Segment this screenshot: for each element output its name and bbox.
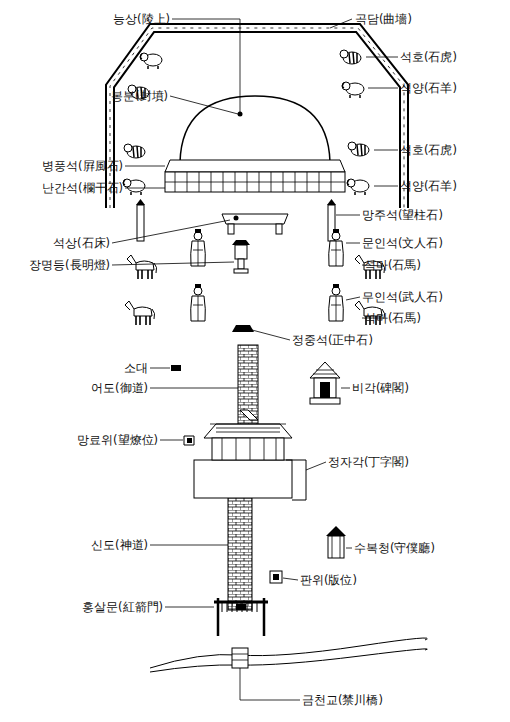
part-label: 판위(版位) [300, 572, 357, 588]
part-label: 정자각(丁字閣) [328, 454, 409, 470]
paths-and-buildings [150, 345, 427, 672]
part-label: 수복청(守僕廳) [354, 540, 435, 556]
part-label: 어도(御道) [91, 380, 148, 396]
part-label: 망주석(望柱石) [362, 207, 443, 223]
part-label: 소대 [124, 360, 148, 376]
part-label: 석양(石羊) [400, 80, 457, 96]
part-label: 병풍석(屛風石) [42, 158, 123, 174]
part-label: 석양(石羊) [400, 178, 457, 194]
part-label: 홍살문(紅箭門) [82, 599, 163, 615]
part-label: 신도(神道) [91, 537, 148, 553]
part-label: 석마(石馬) [364, 310, 421, 326]
curved-wall [110, 28, 404, 208]
part-label: 문인석(文人石) [362, 235, 443, 251]
stone-objects [136, 199, 336, 273]
part-label: 석마(石馬) [364, 257, 421, 273]
leader-lines [112, 19, 398, 700]
part-label: 능상(陵上) [113, 11, 170, 27]
stone-statues [125, 229, 385, 332]
part-label: 석상(石床) [53, 235, 110, 251]
part-label: 정중석(正中石) [292, 332, 373, 348]
part-label: 석호(石虎) [400, 49, 457, 65]
part-label: 난간석(欄干石) [42, 180, 123, 196]
stone-animals [123, 50, 369, 195]
part-label: 곡담(曲墻) [355, 11, 412, 27]
part-label: 무인석(武人石) [362, 289, 443, 305]
burial-mound [165, 96, 345, 192]
part-label: 금천교(禁川橋) [302, 692, 383, 708]
part-label: 비각(碑閣) [352, 380, 409, 396]
part-label: 장명등(長明燈) [29, 257, 110, 273]
part-label: 망료위(望燎位) [77, 432, 158, 448]
part-label: 석호(石虎) [400, 142, 457, 158]
part-label: 봉분(封墳) [111, 88, 168, 104]
